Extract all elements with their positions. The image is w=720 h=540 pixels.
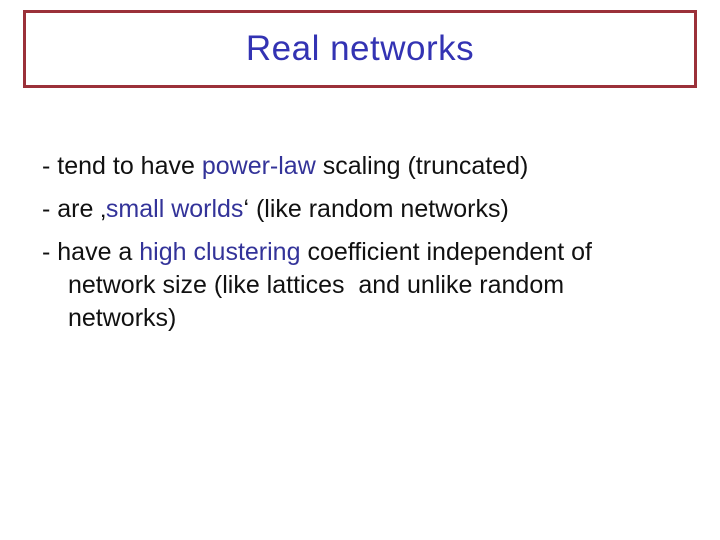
bullet-line: - are ‚small worlds‘ (like random networ… xyxy=(42,193,704,226)
highlight-segment: small worlds xyxy=(105,195,244,223)
bullet-list: - tend to have power-law scaling (trunca… xyxy=(42,150,704,335)
bullet-item: - are ‚small worlds‘ (like random networ… xyxy=(42,193,704,226)
highlight-segment: power-law xyxy=(201,152,316,180)
highlight-segment: high clustering xyxy=(139,238,301,266)
text-segment: - are ‚ xyxy=(42,195,106,223)
text-segment: networks) xyxy=(68,304,177,332)
bullet-wrapped-line: networks) xyxy=(68,302,704,335)
bullet-wrapped-line: network size (like lattices and unlike r… xyxy=(68,269,704,302)
text-segment: ‘ (like random networks) xyxy=(243,195,509,223)
text-segment: scaling (truncated) xyxy=(315,152,529,180)
bullet-line: - tend to have power-law scaling (trunca… xyxy=(42,150,704,183)
text-segment: - tend to have xyxy=(42,152,202,180)
slide-title: Real networks xyxy=(245,29,475,68)
text-segment: - have a xyxy=(42,238,140,266)
title-box: Real networks xyxy=(23,10,697,88)
bullet-item: - tend to have power-law scaling (trunca… xyxy=(42,150,704,183)
bullet-item: - have a high clustering coefficient ind… xyxy=(42,236,704,335)
text-segment: coefficient independent of xyxy=(300,238,592,266)
bullet-line: - have a high clustering coefficient ind… xyxy=(42,236,704,269)
text-segment: network size (like lattices and unlike r… xyxy=(68,271,565,299)
